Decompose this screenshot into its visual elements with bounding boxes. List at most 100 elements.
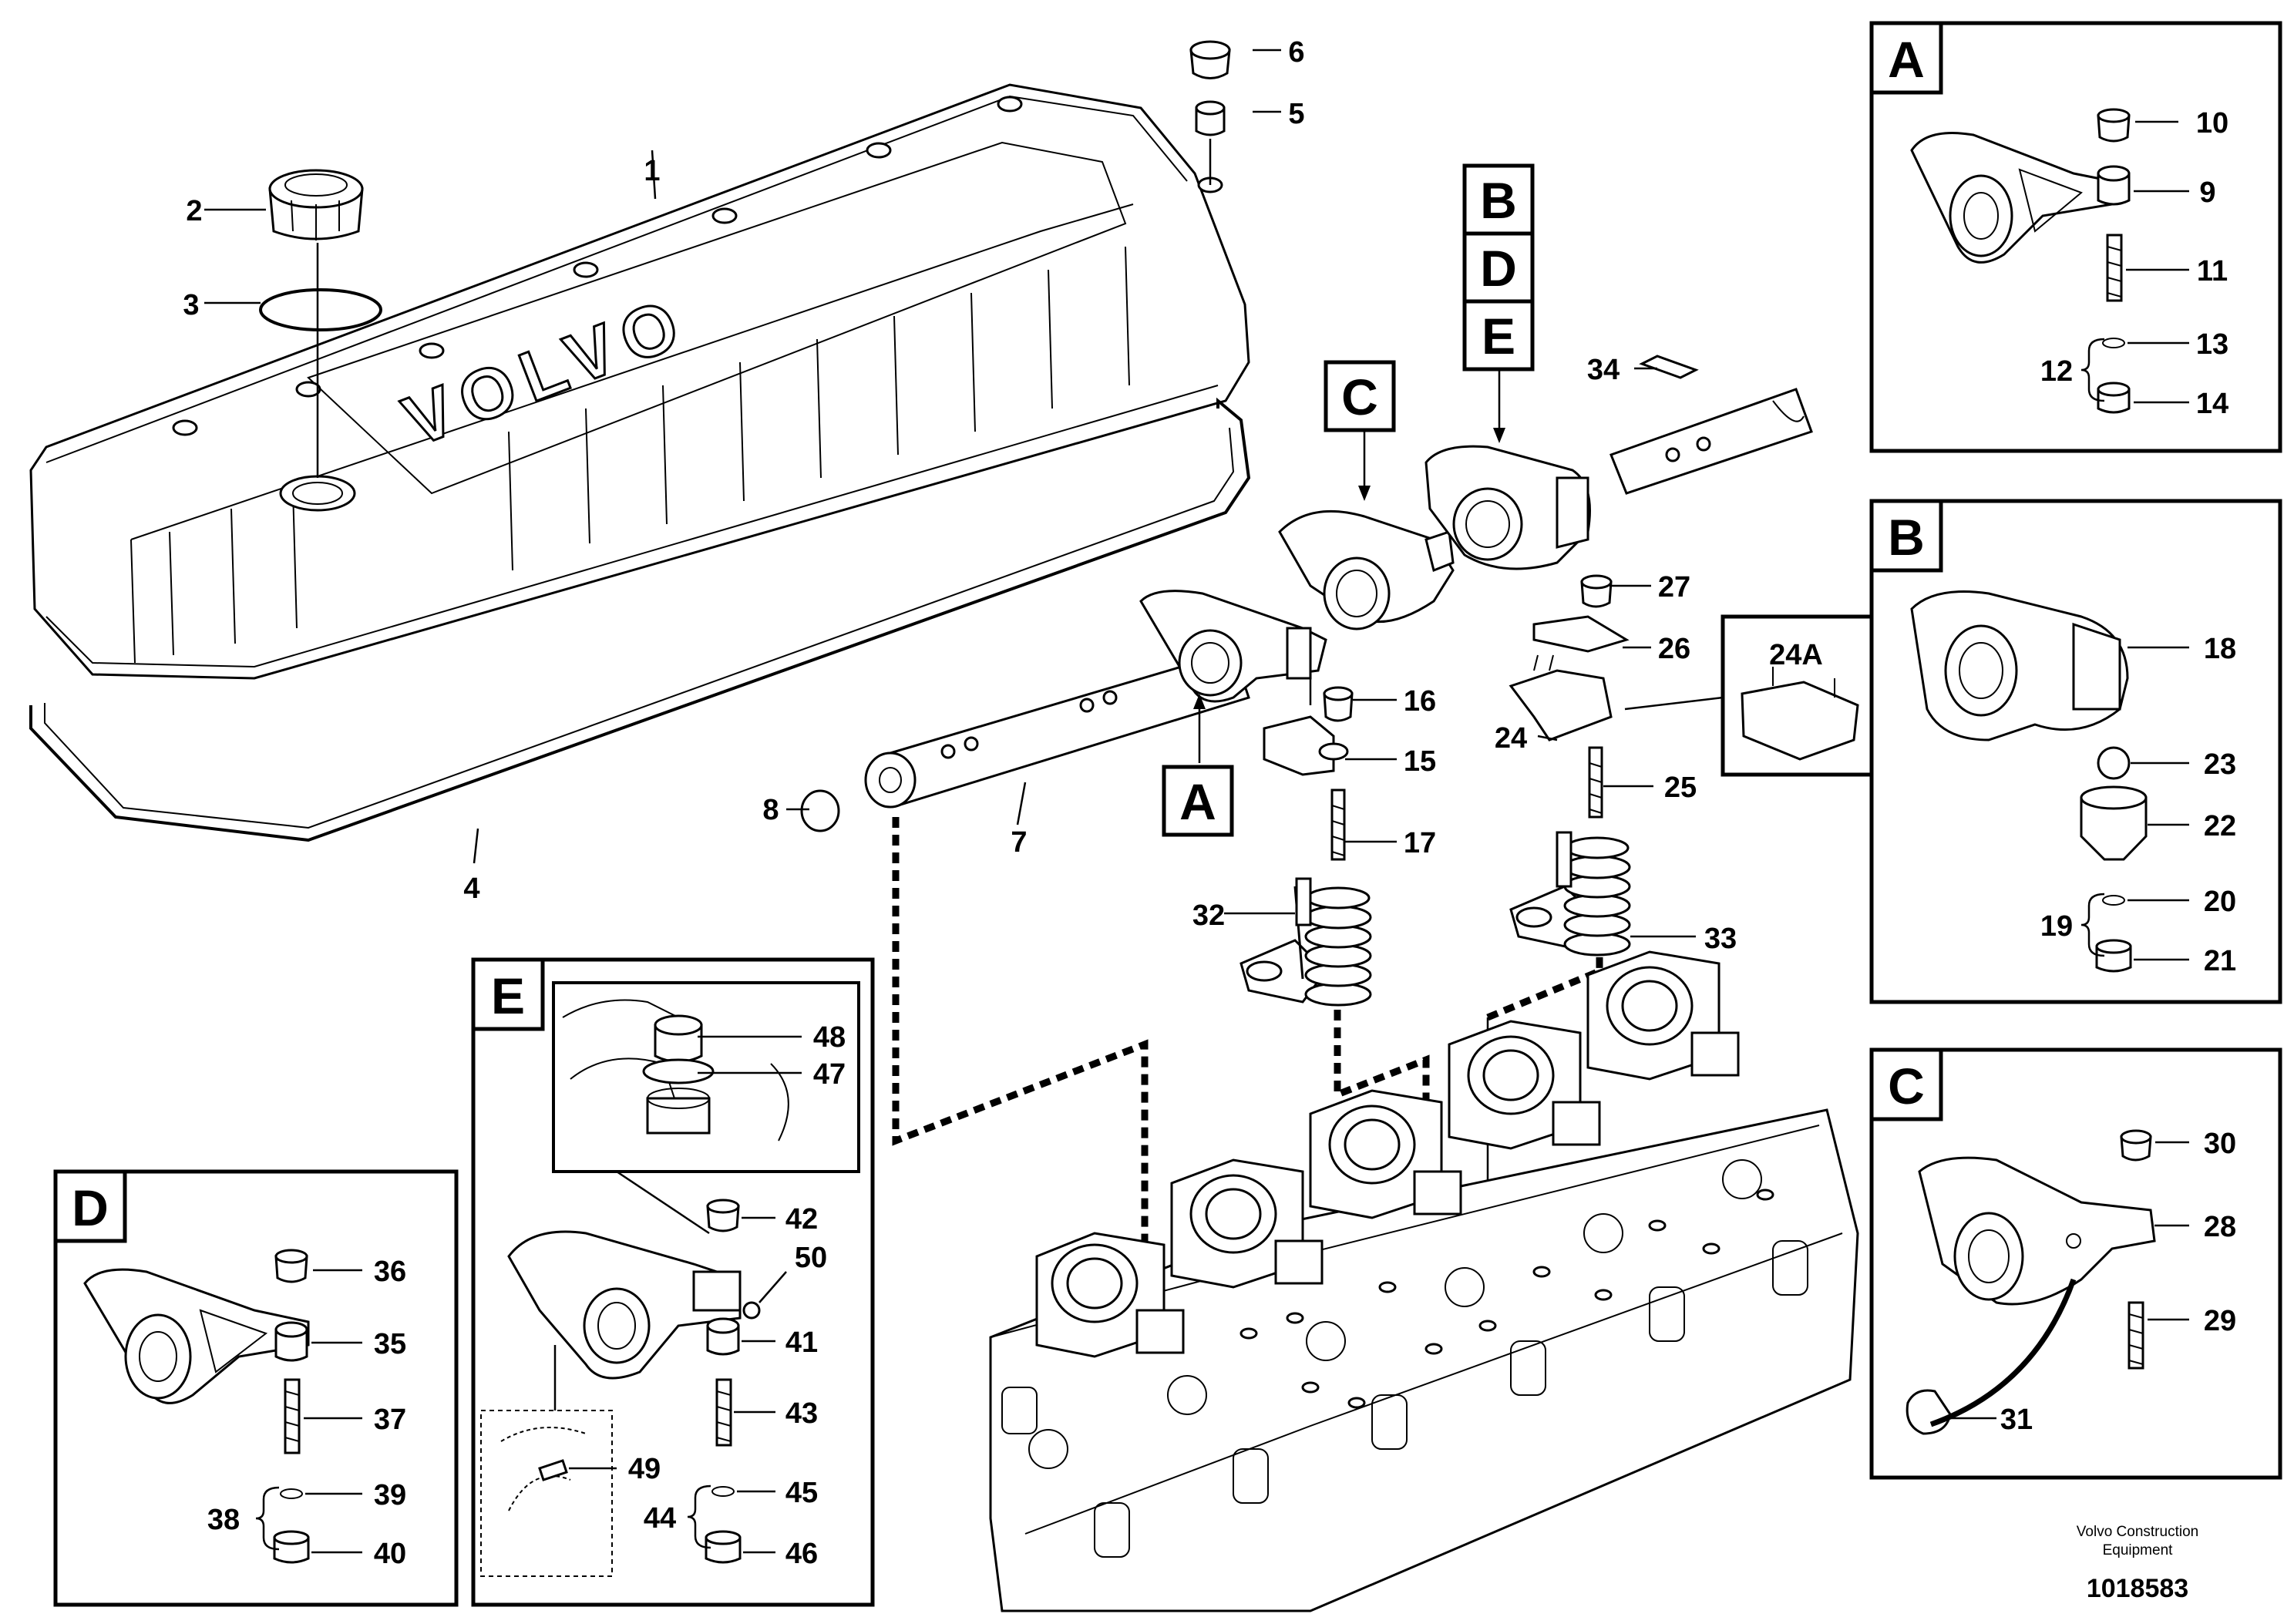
cover-nut xyxy=(1189,40,1231,79)
callout-16: 16 xyxy=(1404,685,1436,718)
main-callouts: 1 2 3 4 5 6 7 8 15 16 17 24 24A 25 26 27… xyxy=(183,36,1822,955)
plate-26 xyxy=(1532,615,1630,653)
callout-8: 8 xyxy=(762,794,779,826)
adjust-screw-25 xyxy=(1588,746,1603,819)
callout-38: 38 xyxy=(207,1504,240,1536)
valve-cover: VOLVO xyxy=(29,83,1250,680)
callout-42: 42 xyxy=(785,1203,818,1236)
svg-text:B: B xyxy=(1888,509,1925,566)
callout-26: 26 xyxy=(1658,633,1690,665)
callout-10: 10 xyxy=(2196,107,2228,140)
hex-nut-16 xyxy=(1323,686,1354,722)
bridge-24 xyxy=(1509,654,1613,741)
callout-24a: 24A xyxy=(1769,639,1823,671)
nut-27 xyxy=(1580,574,1613,608)
valve-spring-33 xyxy=(1509,831,1631,957)
callout-13: 13 xyxy=(2196,328,2228,361)
callout-36: 36 xyxy=(374,1256,406,1288)
callout-33: 33 xyxy=(1704,923,1737,955)
credit-line-1: Volvo Construction xyxy=(2077,1524,2198,1540)
callout-31: 31 xyxy=(2000,1404,2033,1436)
detail-panel-d: D 36 35 37 39 38 40 xyxy=(53,1169,459,1607)
shaft-end-plug xyxy=(800,789,840,832)
callout-47: 47 xyxy=(813,1058,846,1091)
document-number: 1018583 xyxy=(2087,1574,2188,1603)
svg-text:C: C xyxy=(1341,368,1378,425)
callout-4: 4 xyxy=(463,873,479,905)
callout-37: 37 xyxy=(374,1404,406,1436)
callout-15: 15 xyxy=(1404,745,1436,778)
rocker-arm-c-main xyxy=(1278,509,1455,630)
callout-49: 49 xyxy=(628,1453,661,1485)
callout-11: 11 xyxy=(2197,255,2228,287)
rocker-shaft-front xyxy=(864,650,1250,809)
callout-46: 46 xyxy=(785,1538,818,1570)
callout-22: 22 xyxy=(2204,810,2236,842)
main-tag-e: E xyxy=(1462,299,1535,372)
svg-text:D: D xyxy=(1480,240,1517,297)
rocker-shaft-rear xyxy=(1610,388,1813,495)
callout-29: 29 xyxy=(2204,1305,2236,1337)
svg-text:D: D xyxy=(72,1179,109,1236)
main-detail-arrows xyxy=(1193,370,1505,763)
callout-2: 2 xyxy=(186,195,202,227)
callout-9: 9 xyxy=(2199,177,2215,209)
callout-18: 18 xyxy=(2204,633,2236,665)
cover-gasket xyxy=(29,397,1251,842)
credit-line-2: Equipment xyxy=(2103,1542,2174,1558)
callout-35: 35 xyxy=(374,1328,406,1360)
callout-34: 34 xyxy=(1587,354,1620,386)
callout-41: 41 xyxy=(785,1326,818,1359)
main-tag-b: B xyxy=(1462,163,1535,236)
main-tag-d: D xyxy=(1462,231,1535,304)
detail-panel-c: C 30 28 29 31 xyxy=(1869,1047,2282,1480)
callout-1: 1 xyxy=(644,155,660,187)
callout-3: 3 xyxy=(183,289,199,321)
svg-text:C: C xyxy=(1888,1057,1925,1115)
valve-cap-15 xyxy=(1263,715,1349,776)
document-credit: Volvo Construction Equipment 1018583 xyxy=(2077,1524,2198,1603)
callout-14: 14 xyxy=(2196,388,2228,420)
callout-45: 45 xyxy=(785,1477,818,1509)
callout-20: 20 xyxy=(2204,886,2236,918)
rocker-arm-a-main xyxy=(1139,590,1327,703)
svg-text:A: A xyxy=(1179,773,1216,830)
main-leader-lines xyxy=(204,49,1696,938)
callout-24: 24 xyxy=(1495,722,1527,755)
oil-filler-cap xyxy=(268,169,364,240)
callout-6: 6 xyxy=(1288,36,1304,69)
cylinder-head xyxy=(989,950,1859,1612)
detail-panel-a: A 10 9 11 13 12 14 xyxy=(1869,21,2282,453)
adjust-screw-17 xyxy=(1330,788,1346,861)
callout-19: 19 xyxy=(2040,910,2073,943)
inset-24a xyxy=(1720,614,1874,777)
callout-27: 27 xyxy=(1658,571,1690,604)
svg-text:E: E xyxy=(491,967,525,1024)
callout-5: 5 xyxy=(1288,98,1304,130)
callout-30: 30 xyxy=(2204,1128,2236,1160)
svg-text:B: B xyxy=(1480,172,1517,229)
callout-21: 21 xyxy=(2204,945,2236,977)
svg-text:A: A xyxy=(1888,31,1925,88)
oil-cap-o-ring xyxy=(259,288,382,331)
callout-32: 32 xyxy=(1192,899,1225,932)
callout-48: 48 xyxy=(813,1021,846,1054)
callout-40: 40 xyxy=(374,1538,406,1570)
callout-43: 43 xyxy=(785,1397,818,1430)
callout-25: 25 xyxy=(1664,772,1697,804)
detail-panel-b: B 18 23 22 20 19 21 xyxy=(1869,499,2282,1004)
detail-panel-e: E xyxy=(471,957,875,1607)
main-tag-a: A xyxy=(1162,765,1234,837)
callout-44: 44 xyxy=(644,1502,676,1535)
svg-text:E: E xyxy=(1482,308,1515,365)
shaft-marker-tag xyxy=(1639,355,1699,379)
callout-7: 7 xyxy=(1011,826,1027,859)
callout-12: 12 xyxy=(2040,355,2073,388)
rocker-arm-b-main xyxy=(1424,445,1591,570)
main-tag-c: C xyxy=(1324,360,1396,432)
callout-50: 50 xyxy=(795,1242,827,1274)
callout-28: 28 xyxy=(2204,1211,2236,1243)
valve-spring-32 xyxy=(1240,877,1372,1007)
